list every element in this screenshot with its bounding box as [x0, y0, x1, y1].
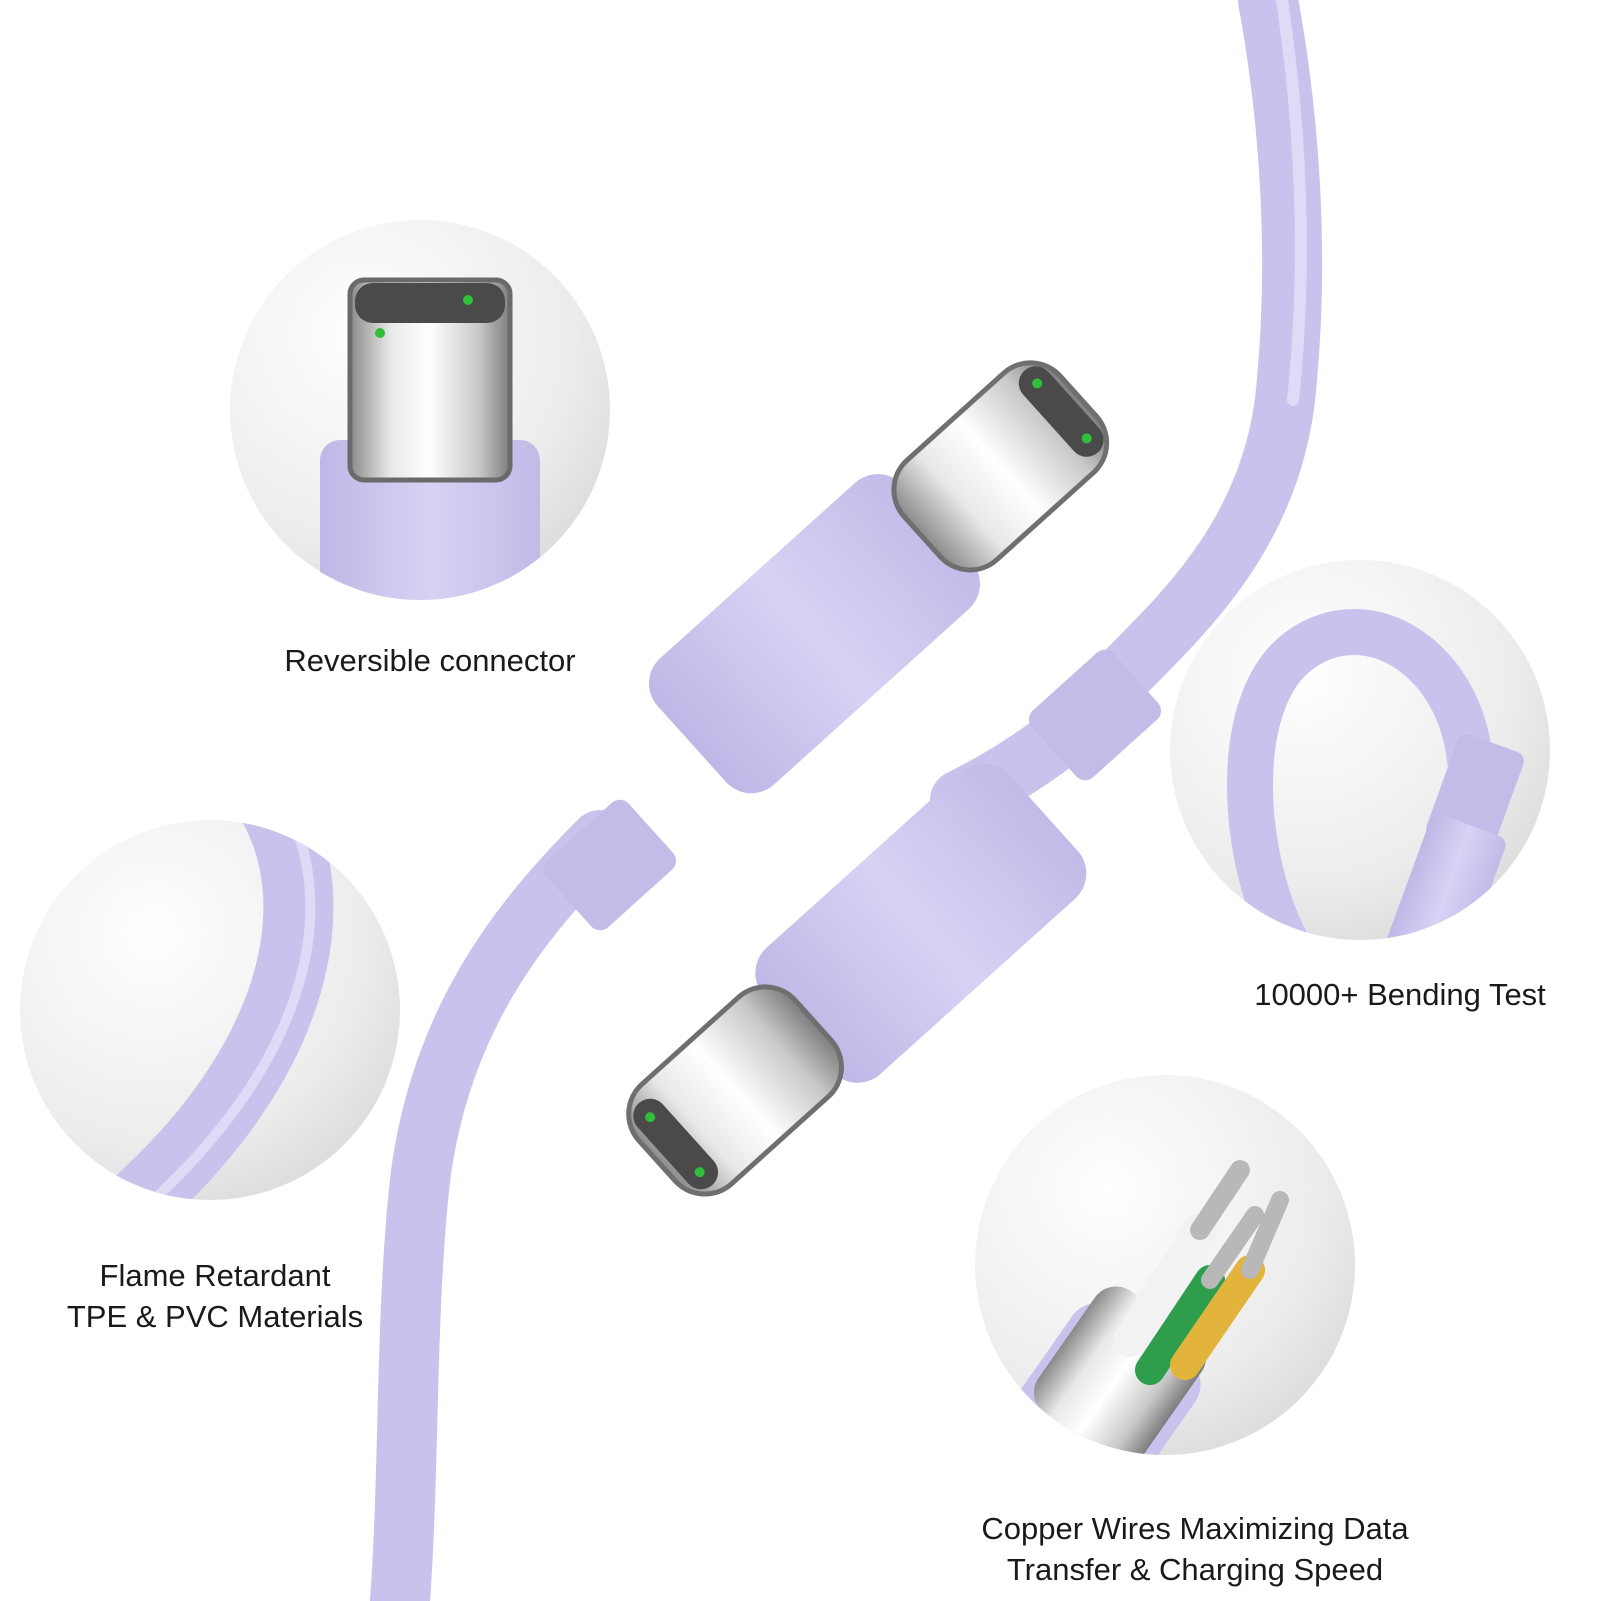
feature-label-line: 10000+ Bending Test	[1254, 977, 1546, 1012]
feature-label-copper-wires: Copper Wires Maximizing Data Transfer & …	[945, 1508, 1445, 1590]
usb-c-connector-upper	[543, 360, 1162, 931]
feature-label-flame-retardant: Flame Retardant TPE & PVC Materials	[25, 1255, 405, 1337]
feature-label-line: Reversible connector	[284, 643, 576, 678]
feature-label-line: TPE & PVC Materials	[66, 1299, 364, 1334]
feature-label-reversible: Reversible connector	[240, 640, 620, 681]
feature-label-bending-test: 10000+ Bending Test	[1210, 974, 1590, 1015]
reversible-connector-detail	[230, 220, 610, 600]
feature-label-line: Flame Retardant	[99, 1258, 331, 1293]
bending-test-detail	[1170, 560, 1550, 940]
copper-wires-detail	[975, 1075, 1355, 1455]
flame-retardant-material-detail	[20, 820, 400, 1200]
usb-c-connector-lower	[626, 763, 1087, 1197]
feature-label-line: Transfer & Charging Speed	[1006, 1552, 1384, 1587]
feature-label-line: Copper Wires Maximizing Data	[981, 1511, 1409, 1546]
